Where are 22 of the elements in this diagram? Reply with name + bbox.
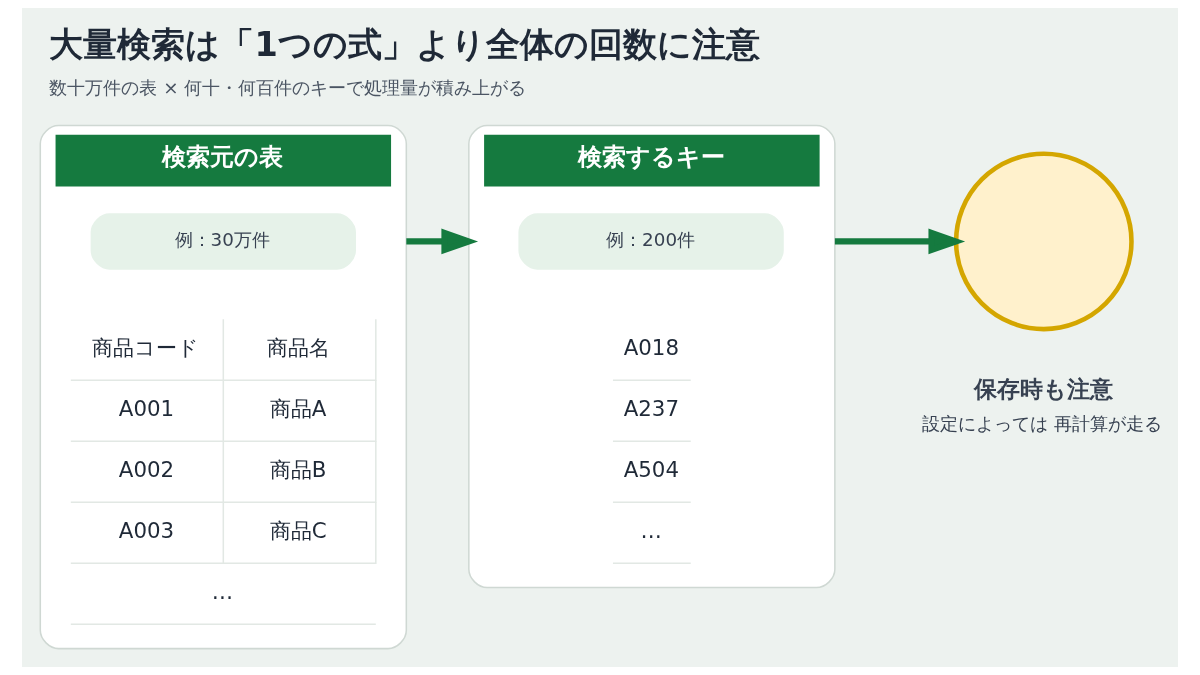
label: 商品C (269, 518, 327, 544)
label: 商品コード (92, 335, 200, 361)
label: 商品A (269, 396, 327, 422)
label: … (640, 518, 662, 544)
node-circle (953, 151, 1134, 332)
arrow (834, 228, 966, 255)
label: A003 (118, 518, 175, 544)
diagram-title: 大量検索は「1つの式」より全体の回数に注意 (49, 24, 760, 64)
node-box: 例：30万件 (90, 213, 356, 270)
node-label: 保存時も注意 (974, 375, 1114, 402)
label: A002 (118, 457, 175, 483)
caption: 数十万件の表 × 何十・何百件のキーで処理量が積み上がる (49, 76, 527, 98)
label: A001 (118, 396, 175, 422)
label: 商品名 (266, 335, 330, 361)
label: A018 (623, 335, 679, 361)
label: 商品B (269, 457, 327, 483)
label: A504 (623, 457, 679, 483)
node-label: 設定によっては 再計算が走る (921, 412, 1162, 434)
node-box: 例：200件 (518, 213, 784, 270)
arrow (406, 228, 479, 255)
label: … (211, 579, 234, 605)
label: A237 (623, 396, 679, 422)
